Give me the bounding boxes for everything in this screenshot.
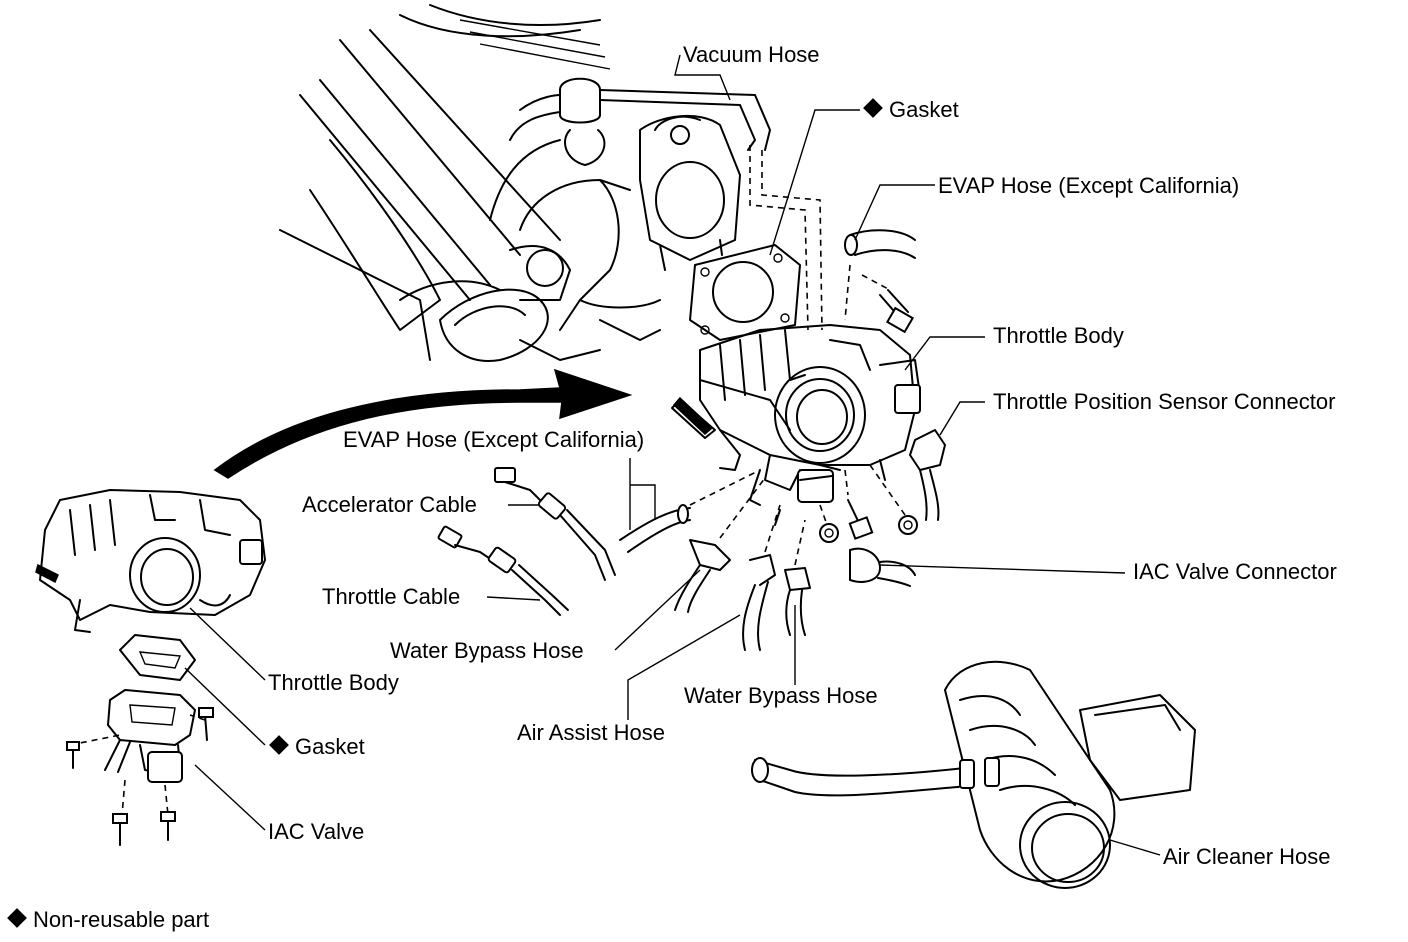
label-water-bypass-hose-left: Water Bypass Hose — [390, 638, 584, 663]
label-evap-hose-top: EVAP Hose (Except California) — [938, 173, 1240, 198]
label-accelerator-cable: Accelerator Cable — [302, 492, 477, 517]
lower-hoses — [619, 469, 811, 651]
diamond-icon — [7, 908, 27, 928]
label-iac-valve-connector: IAC Valve Connector — [1133, 559, 1337, 584]
legend-non-reusable: Non-reusable part — [7, 907, 210, 932]
leader-lines — [184, 54, 1161, 856]
engine-intake-illustration — [279, 4, 771, 362]
iac-valve-part — [104, 689, 196, 783]
bolts-nuts-cluster — [819, 499, 918, 543]
iac-valve-connector-part — [849, 547, 916, 587]
diamond-icon — [269, 735, 289, 755]
throttle-cable-part — [437, 525, 569, 616]
label-iac-valve: IAC Valve — [268, 819, 365, 844]
screws-left — [66, 707, 214, 846]
direction-arrow — [213, 368, 633, 479]
accelerator-cable-part — [494, 467, 616, 581]
label-air-assist-hose: Air Assist Hose — [517, 720, 665, 745]
gasket-left-part — [119, 634, 196, 681]
tps-connector-part — [909, 429, 946, 521]
evap-hose-top-part — [844, 229, 916, 259]
gasket-top-part — [689, 244, 801, 341]
label-vacuum-hose: Vacuum Hose — [683, 42, 820, 67]
diamond-icon — [863, 98, 883, 118]
label-air-cleaner-hose: Air Cleaner Hose — [1163, 844, 1331, 869]
label-gasket-top: Gasket — [863, 97, 959, 122]
label-gasket-left-text: Gasket — [295, 734, 365, 759]
label-throttle-body-right: Throttle Body — [993, 323, 1124, 348]
label-throttle-body-left: Throttle Body — [268, 670, 399, 695]
label-evap-hose-mid: EVAP Hose (Except California) — [343, 427, 645, 452]
throttle-body-main — [671, 324, 921, 503]
label-tps-connector: Throttle Position Sensor Connector — [993, 389, 1336, 414]
label-water-bypass-hose-right: Water Bypass Hose — [684, 683, 878, 708]
legend-non-reusable-text: Non-reusable part — [33, 907, 210, 932]
label-gasket-top-text: Gasket — [889, 97, 959, 122]
air-cleaner-hose-part — [751, 660, 1196, 889]
label-gasket-left: Gasket — [269, 734, 365, 759]
bolt-top — [879, 289, 915, 334]
throttle-body-left — [35, 489, 266, 633]
label-throttle-cable: Throttle Cable — [322, 584, 461, 609]
